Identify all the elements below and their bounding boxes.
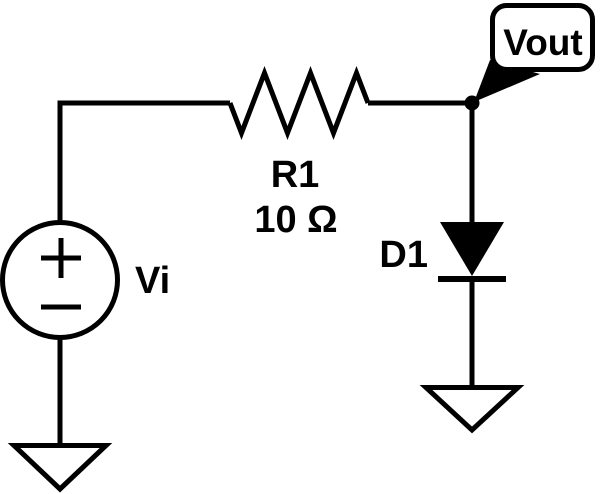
ground-icon-right [419,385,525,434]
plus-sign-icon [41,238,81,278]
junction-node-dot [464,95,480,111]
resistor-value-label: 10 Ω [254,199,337,241]
vout-label: Vout [503,22,582,63]
resistor-zigzag-icon [227,66,371,140]
voltage-source-label: Vi [135,260,170,302]
resistor-ref-label: R1 [271,154,320,196]
voltage-source-circle-icon [0,220,120,340]
diode-d1: D1 [379,222,506,282]
wires [57,100,475,445]
diode-anode-triangle-icon [440,222,504,276]
wire-source-to-resistor [57,100,230,224]
voltage-source-vi: Vi [0,220,170,340]
callout-box [490,3,595,72]
vout-callout: Vout [464,3,595,111]
diode-ref-label: D1 [379,234,428,276]
resistor-r1: R1 10 Ω [227,66,371,241]
ground-icon-left [7,443,113,493]
